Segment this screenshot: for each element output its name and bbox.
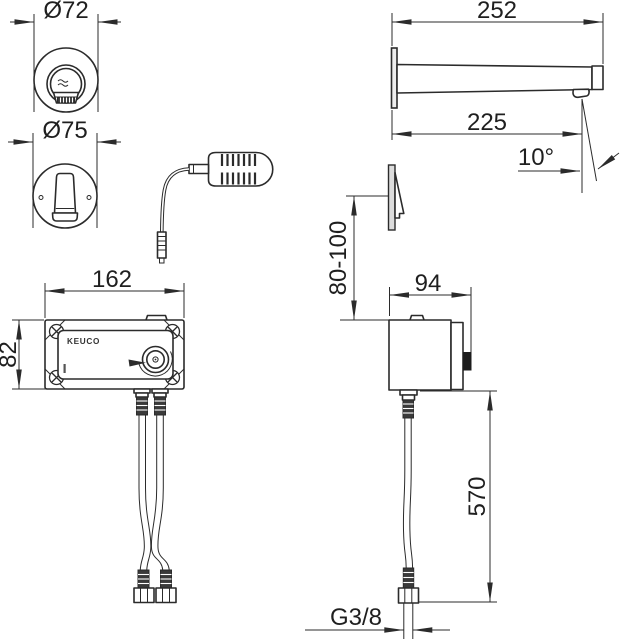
dim-label-mounting-height: 80-100	[325, 221, 352, 296]
hex-nut	[155, 587, 177, 604]
hex-nut	[397, 587, 420, 604]
control-unit-body-side	[388, 319, 452, 391]
spout-body	[396, 63, 593, 94]
housing-clip-side	[409, 314, 425, 321]
housing-clip	[145, 314, 168, 321]
dim-label-spout-total-length: 252	[477, 0, 517, 24]
electronics-capsule	[207, 151, 274, 187]
panel-tag	[63, 364, 66, 373]
capsule-ribs	[220, 154, 257, 185]
dim-label-aerator-distance: 225	[467, 109, 507, 136]
rotation-arrow	[128, 359, 146, 367]
hose-connections-front	[133, 388, 177, 604]
dim-label-unit-width: 162	[92, 266, 132, 293]
dim-label-unit-depth: 94	[415, 270, 442, 297]
corner-screws	[48, 323, 181, 386]
hose-connection-side	[397, 389, 420, 639]
view-sensor-escutcheon-front	[8, 133, 121, 229]
view-sensor-cable	[156, 151, 274, 264]
sensor-window	[53, 172, 77, 214]
view-sensor-side	[340, 164, 405, 321]
dim-label-spout-escutcheon-diameter: Ø72	[43, 0, 88, 24]
capsule-collar	[188, 163, 210, 175]
adjustment-knob[interactable]	[128, 345, 173, 377]
sensor-plate	[387, 164, 396, 231]
rotation-arc	[138, 351, 173, 377]
view-spout-side	[390, 13, 620, 193]
spout-wall-flange	[390, 47, 398, 109]
dim-label-hose-length: 570	[464, 476, 491, 516]
knob-side	[463, 352, 472, 371]
sensor-wedge	[394, 171, 405, 219]
spout-end-cap	[591, 65, 604, 91]
front-panel-side	[450, 321, 464, 391]
view-control-unit-side	[305, 287, 497, 639]
aerator	[572, 88, 590, 99]
dim-label-sensor-escutcheon-diameter: Ø75	[42, 117, 87, 144]
dim-label-spray-angle: 10°	[518, 144, 554, 171]
view-control-unit-front	[12, 283, 185, 604]
brand-logo: KEUCO	[67, 337, 100, 346]
water-symbol	[57, 79, 69, 83]
hex-nut	[133, 587, 155, 604]
sensor-cable	[160, 167, 190, 233]
dim-label-thread-size: G3/8	[330, 604, 382, 631]
view-spout-escutcheon-front	[10, 14, 121, 113]
dim-label-unit-height: 82	[0, 341, 22, 368]
